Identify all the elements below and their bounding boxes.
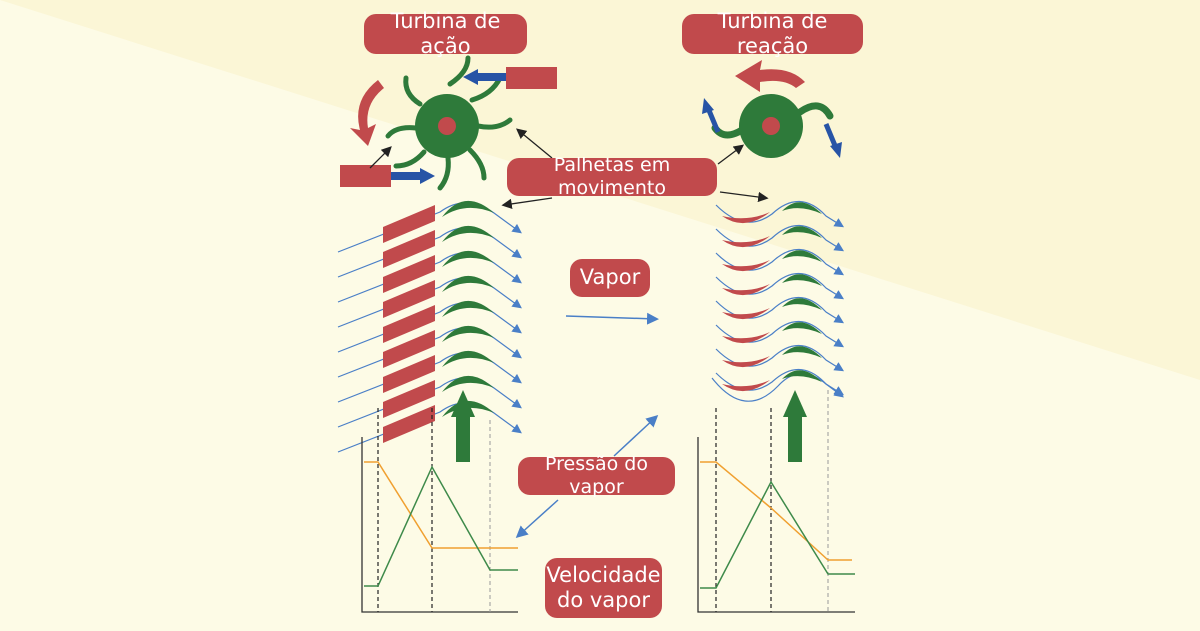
fixed-blade xyxy=(722,380,770,392)
steam-line xyxy=(715,248,845,276)
velocity-curve xyxy=(364,465,518,587)
nozzle-block xyxy=(383,280,435,318)
steam-jet-arrow-icon xyxy=(463,69,506,85)
velocity-curve xyxy=(700,480,855,589)
moving-blade xyxy=(782,322,822,334)
steam-jet-arrow-icon xyxy=(391,168,435,184)
steam-pressure-label: Pressão do vapor xyxy=(518,453,675,498)
moving-blade xyxy=(442,350,494,367)
moving-blade xyxy=(782,274,822,286)
blade-direction-arrow-icon xyxy=(783,390,807,462)
steam-line xyxy=(715,224,845,252)
fixed-blade xyxy=(722,212,770,224)
steam-label: Vapor xyxy=(570,259,650,297)
impulse-rotor-icon xyxy=(385,55,513,191)
reaction-fixed-blade-row xyxy=(722,212,770,392)
steam-line xyxy=(715,272,845,300)
impulse-turbine-title: Turbina de ação xyxy=(364,9,527,58)
nozzle-block xyxy=(383,330,435,368)
fixed-blade xyxy=(722,308,770,320)
pressure-curve xyxy=(364,461,518,549)
impulse-graph xyxy=(361,408,518,613)
nozzle-block xyxy=(383,255,435,293)
steam-velocity-label-line2: do vapor xyxy=(557,588,650,612)
steam-line xyxy=(715,200,845,228)
nozzle-block xyxy=(383,405,435,443)
impulse-blade-row xyxy=(442,200,494,417)
steam-line xyxy=(715,344,845,372)
fixed-blade xyxy=(722,260,770,272)
steam-line xyxy=(715,320,845,348)
moving-blade xyxy=(782,346,822,358)
steam-direction-arrow-icon xyxy=(565,312,659,325)
steam-nozzle-bottom xyxy=(340,165,391,187)
moving-blade xyxy=(782,298,822,310)
moving-blade xyxy=(782,226,822,238)
leader-lines-pressure xyxy=(515,414,659,539)
nozzle-block xyxy=(383,205,435,243)
moving-blade xyxy=(442,225,494,242)
fixed-blade xyxy=(722,332,770,344)
nozzle-block xyxy=(383,380,435,418)
moving-blade xyxy=(442,300,494,317)
nozzle-block xyxy=(383,355,435,393)
leader-lines xyxy=(369,128,769,210)
reaction-graph xyxy=(697,390,855,613)
moving-blade xyxy=(442,375,494,392)
impulse-nozzle-row xyxy=(383,205,435,443)
moving-blade xyxy=(442,200,494,217)
moving-blade xyxy=(782,250,822,262)
pressure-curve xyxy=(700,461,852,561)
moving-blade xyxy=(442,250,494,267)
steam-nozzle-top xyxy=(506,67,557,89)
moving-blades-label: Palhetas em movimento xyxy=(507,154,717,199)
blade-motion-arrow-icon xyxy=(702,98,842,158)
steam-line xyxy=(715,296,845,324)
reaction-turbine-title: Turbina de reação xyxy=(682,9,863,58)
reaction-blade-row xyxy=(782,202,822,382)
steam-velocity-label: Velocidade do vapor xyxy=(545,558,662,618)
rotation-arrow-icon xyxy=(735,60,805,92)
moving-blade xyxy=(442,325,494,342)
moving-blade xyxy=(782,370,822,382)
reaction-steam-lines xyxy=(711,200,845,402)
blade-direction-arrow-icon xyxy=(451,390,475,462)
moving-blade xyxy=(782,202,822,214)
nozzle-block xyxy=(383,230,435,268)
reaction-rotor-icon xyxy=(711,94,834,158)
fixed-blade xyxy=(722,236,770,248)
nozzle-block xyxy=(383,305,435,343)
fixed-blade xyxy=(722,284,770,296)
moving-blade xyxy=(442,400,494,417)
fixed-blade xyxy=(722,356,770,368)
moving-blade xyxy=(442,275,494,292)
rotation-arrow-icon xyxy=(350,80,384,146)
steam-velocity-label-line1: Velocidade xyxy=(546,562,661,587)
